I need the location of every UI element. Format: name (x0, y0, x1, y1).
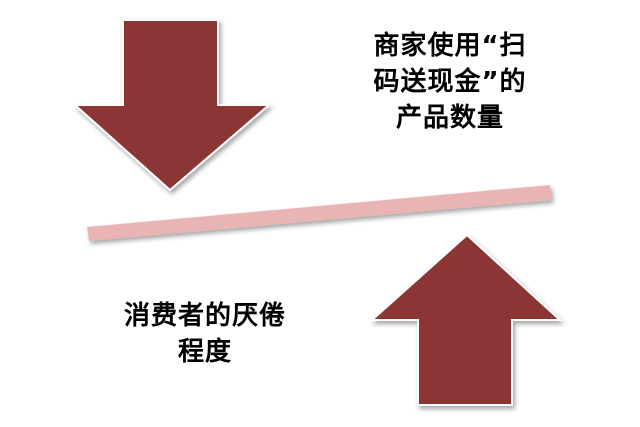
consumer-fatigue-label: 消费者的厌倦 程度 (90, 298, 320, 370)
top-label-line-2: 码送现金”的 (373, 67, 527, 97)
up-arrow (369, 233, 563, 406)
down-arrow (72, 19, 272, 192)
merchant-product-count-label: 商家使用“扫 码送现金”的 产品数量 (340, 28, 560, 136)
bottom-label-line-2: 程度 (177, 337, 232, 367)
bottom-label-line-1: 消费者的厌倦 (123, 301, 286, 331)
balance-bar (87, 185, 552, 241)
top-label-line-3: 产品数量 (395, 103, 504, 133)
top-label-line-1: 商家使用“扫 (373, 31, 527, 61)
